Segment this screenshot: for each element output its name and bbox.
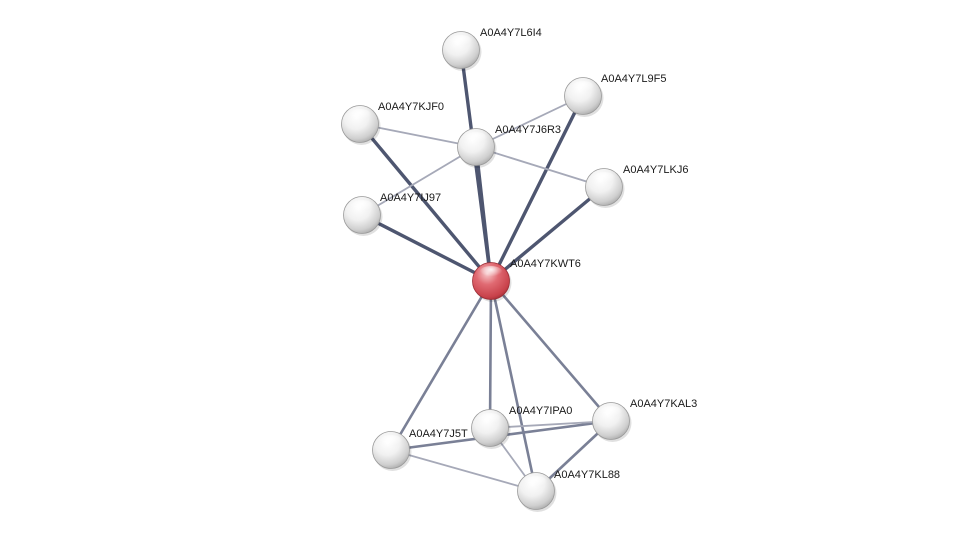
- edge-a0a4y7j5t-a0a4y7kl88[interactable]: [390, 449, 537, 492]
- edge-a0a4y7kwt6-a0a4y7j5t[interactable]: [389, 279, 493, 452]
- node-highlight: [464, 132, 488, 146]
- node-a0a4y7l6i4[interactable]: A0A4Y7L6I4: [442, 27, 542, 71]
- node-highlight: [592, 172, 616, 186]
- node-highlight: [479, 266, 503, 280]
- node-a0a4y7kl88[interactable]: A0A4Y7KL88: [517, 469, 621, 512]
- node-a0a4y7lkj6[interactable]: A0A4Y7LKJ6: [585, 164, 689, 208]
- node-a0a4y7ij97[interactable]: A0A4Y7IJ97: [343, 192, 442, 236]
- node-label-a0a4y7j5t: A0A4Y7J5T: [409, 428, 468, 440]
- node-label-a0a4y7l6i4: A0A4Y7L6I4: [480, 27, 542, 39]
- node-label-a0a4y7l9f5: A0A4Y7L9F5: [601, 73, 666, 85]
- edge-a0a4y7j6r3-a0a4y7kwt6[interactable]: [474, 145, 493, 283]
- node-a0a4y7kal3[interactable]: A0A4Y7KAL3: [592, 398, 698, 442]
- edges-layer: [358, 48, 613, 493]
- edge-a0a4y7kjf0-a0a4y7kwt6[interactable]: [358, 122, 493, 283]
- node-a0a4y7j6r3[interactable]: A0A4Y7J6R3: [457, 124, 562, 168]
- node-highlight: [350, 200, 374, 214]
- edge-a0a4y7kwt6-a0a4y7ipa0[interactable]: [488, 279, 493, 430]
- node-a0a4y7ipa0[interactable]: A0A4Y7IPA0: [471, 405, 573, 449]
- node-label-a0a4y7lkj6: A0A4Y7LKJ6: [623, 164, 688, 176]
- edge-a0a4y7j6r3-a0a4y7ij97[interactable]: [361, 146, 477, 216]
- edge-a0a4y7kjf0-a0a4y7j6r3[interactable]: [359, 123, 477, 148]
- node-a0a4y7kjf0[interactable]: A0A4Y7KJF0: [341, 101, 445, 145]
- node-label-a0a4y7kwt6: A0A4Y7KWT6: [510, 258, 581, 270]
- node-label-a0a4y7ipa0: A0A4Y7IPA0: [509, 405, 572, 417]
- edge-a0a4y7kwt6-a0a4y7kal3[interactable]: [489, 279, 613, 423]
- node-label-a0a4y7ij97: A0A4Y7IJ97: [380, 192, 441, 204]
- node-highlight: [478, 413, 502, 427]
- node-highlight: [524, 476, 548, 490]
- node-a0a4y7kwt6[interactable]: A0A4Y7KWT6: [472, 258, 581, 302]
- node-label-a0a4y7kjf0: A0A4Y7KJF0: [378, 101, 444, 113]
- node-label-a0a4y7kal3: A0A4Y7KAL3: [630, 398, 697, 410]
- nodes-layer: A0A4Y7KWT6 A0A4Y7L6I4A0A4Y7L9F5A0A4Y7KJF0…: [341, 27, 698, 512]
- node-highlight: [599, 406, 623, 420]
- edge-a0a4y7j6r3-a0a4y7lkj6[interactable]: [475, 146, 605, 188]
- edge-a0a4y7lkj6-a0a4y7kwt6[interactable]: [489, 185, 606, 283]
- node-highlight: [449, 35, 473, 49]
- node-highlight: [571, 81, 595, 95]
- node-highlight: [348, 109, 372, 123]
- edge-a0a4y7l9f5-a0a4y7j6r3[interactable]: [475, 95, 584, 148]
- node-highlight: [379, 435, 403, 449]
- node-a0a4y7j5t[interactable]: A0A4Y7J5T: [372, 428, 468, 471]
- edge-a0a4y7kwt6-a0a4y7kl88[interactable]: [489, 279, 538, 493]
- edge-a0a4y7ij97-a0a4y7kwt6[interactable]: [360, 213, 493, 283]
- node-label-a0a4y7kl88: A0A4Y7KL88: [554, 469, 620, 481]
- edge-a0a4y7l9f5-a0a4y7kwt6[interactable]: [489, 94, 585, 283]
- node-a0a4y7l9f5[interactable]: A0A4Y7L9F5: [564, 73, 667, 117]
- edge-a0a4y7ipa0-a0a4y7kal3[interactable]: [489, 420, 612, 429]
- node-label-a0a4y7j6r3: A0A4Y7J6R3: [495, 124, 561, 136]
